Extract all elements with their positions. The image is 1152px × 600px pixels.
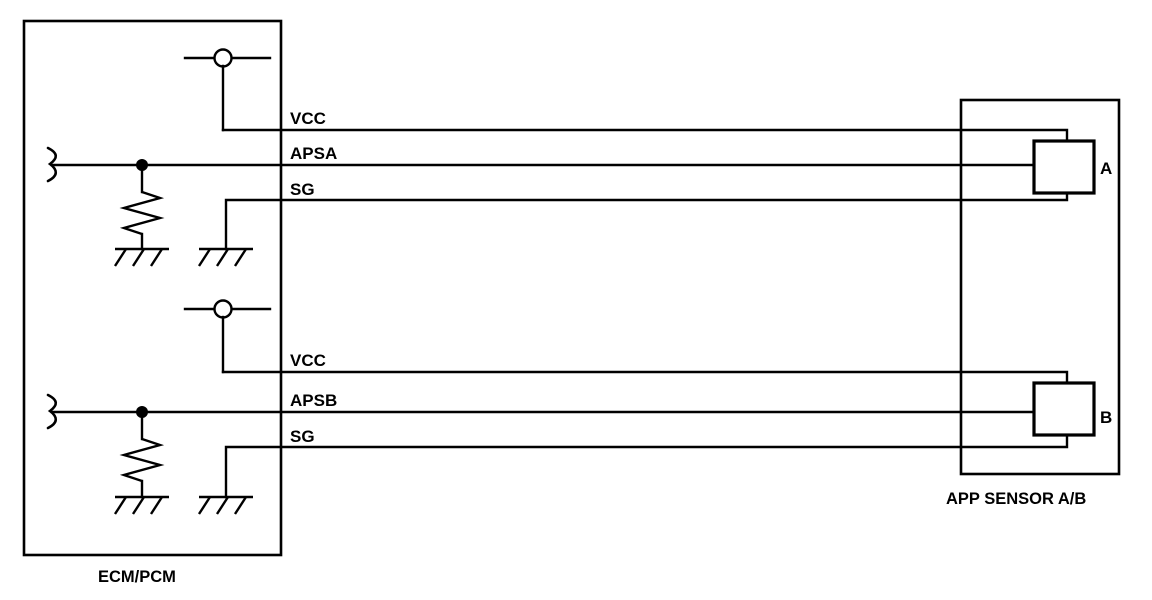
label-app-sensor: APP SENSOR A/B bbox=[946, 490, 1086, 508]
vcc-b-open-circle-terminal bbox=[213, 299, 233, 319]
ecm-pcm-enclosure bbox=[22, 19, 283, 557]
channel-a-group bbox=[46, 48, 1096, 267]
apsa-connector-squiggle bbox=[46, 146, 58, 183]
label-sg-b: SG bbox=[290, 427, 315, 446]
label-vcc-a: VCC bbox=[290, 109, 326, 128]
apsb-pulldown-resistor bbox=[119, 437, 165, 483]
sg-b-bus-wire bbox=[224, 433, 1069, 499]
label-pin-b: B bbox=[1100, 408, 1112, 427]
app-sensor-enclosure bbox=[959, 98, 1121, 476]
label-pin-a: A bbox=[1100, 159, 1112, 178]
vcc-b-bus-wire bbox=[221, 370, 1069, 385]
apsa-resistor-chassis-ground bbox=[113, 247, 169, 267]
label-ecm-pcm: ECM/PCM bbox=[98, 568, 176, 586]
app-sensor-a-element bbox=[1032, 139, 1096, 195]
vcc-a-bus-wire bbox=[221, 128, 1069, 143]
vcc-a-open-circle-terminal bbox=[213, 48, 233, 68]
apsb-resistor-chassis-ground bbox=[113, 495, 169, 515]
label-apsb: APSB bbox=[290, 391, 337, 410]
apsa-pulldown-resistor bbox=[119, 190, 165, 236]
apsb-connector-squiggle bbox=[46, 393, 58, 430]
sg-a-chassis-ground bbox=[197, 247, 253, 267]
sg-a-bus-wire bbox=[224, 191, 1069, 251]
channel-b-group bbox=[46, 299, 1096, 515]
label-apsa: APSA bbox=[290, 144, 337, 163]
app-sensor-b-element bbox=[1032, 381, 1096, 437]
sg-b-chassis-ground bbox=[197, 495, 253, 515]
label-sg-a: SG bbox=[290, 180, 315, 199]
label-vcc-b: VCC bbox=[290, 351, 326, 370]
